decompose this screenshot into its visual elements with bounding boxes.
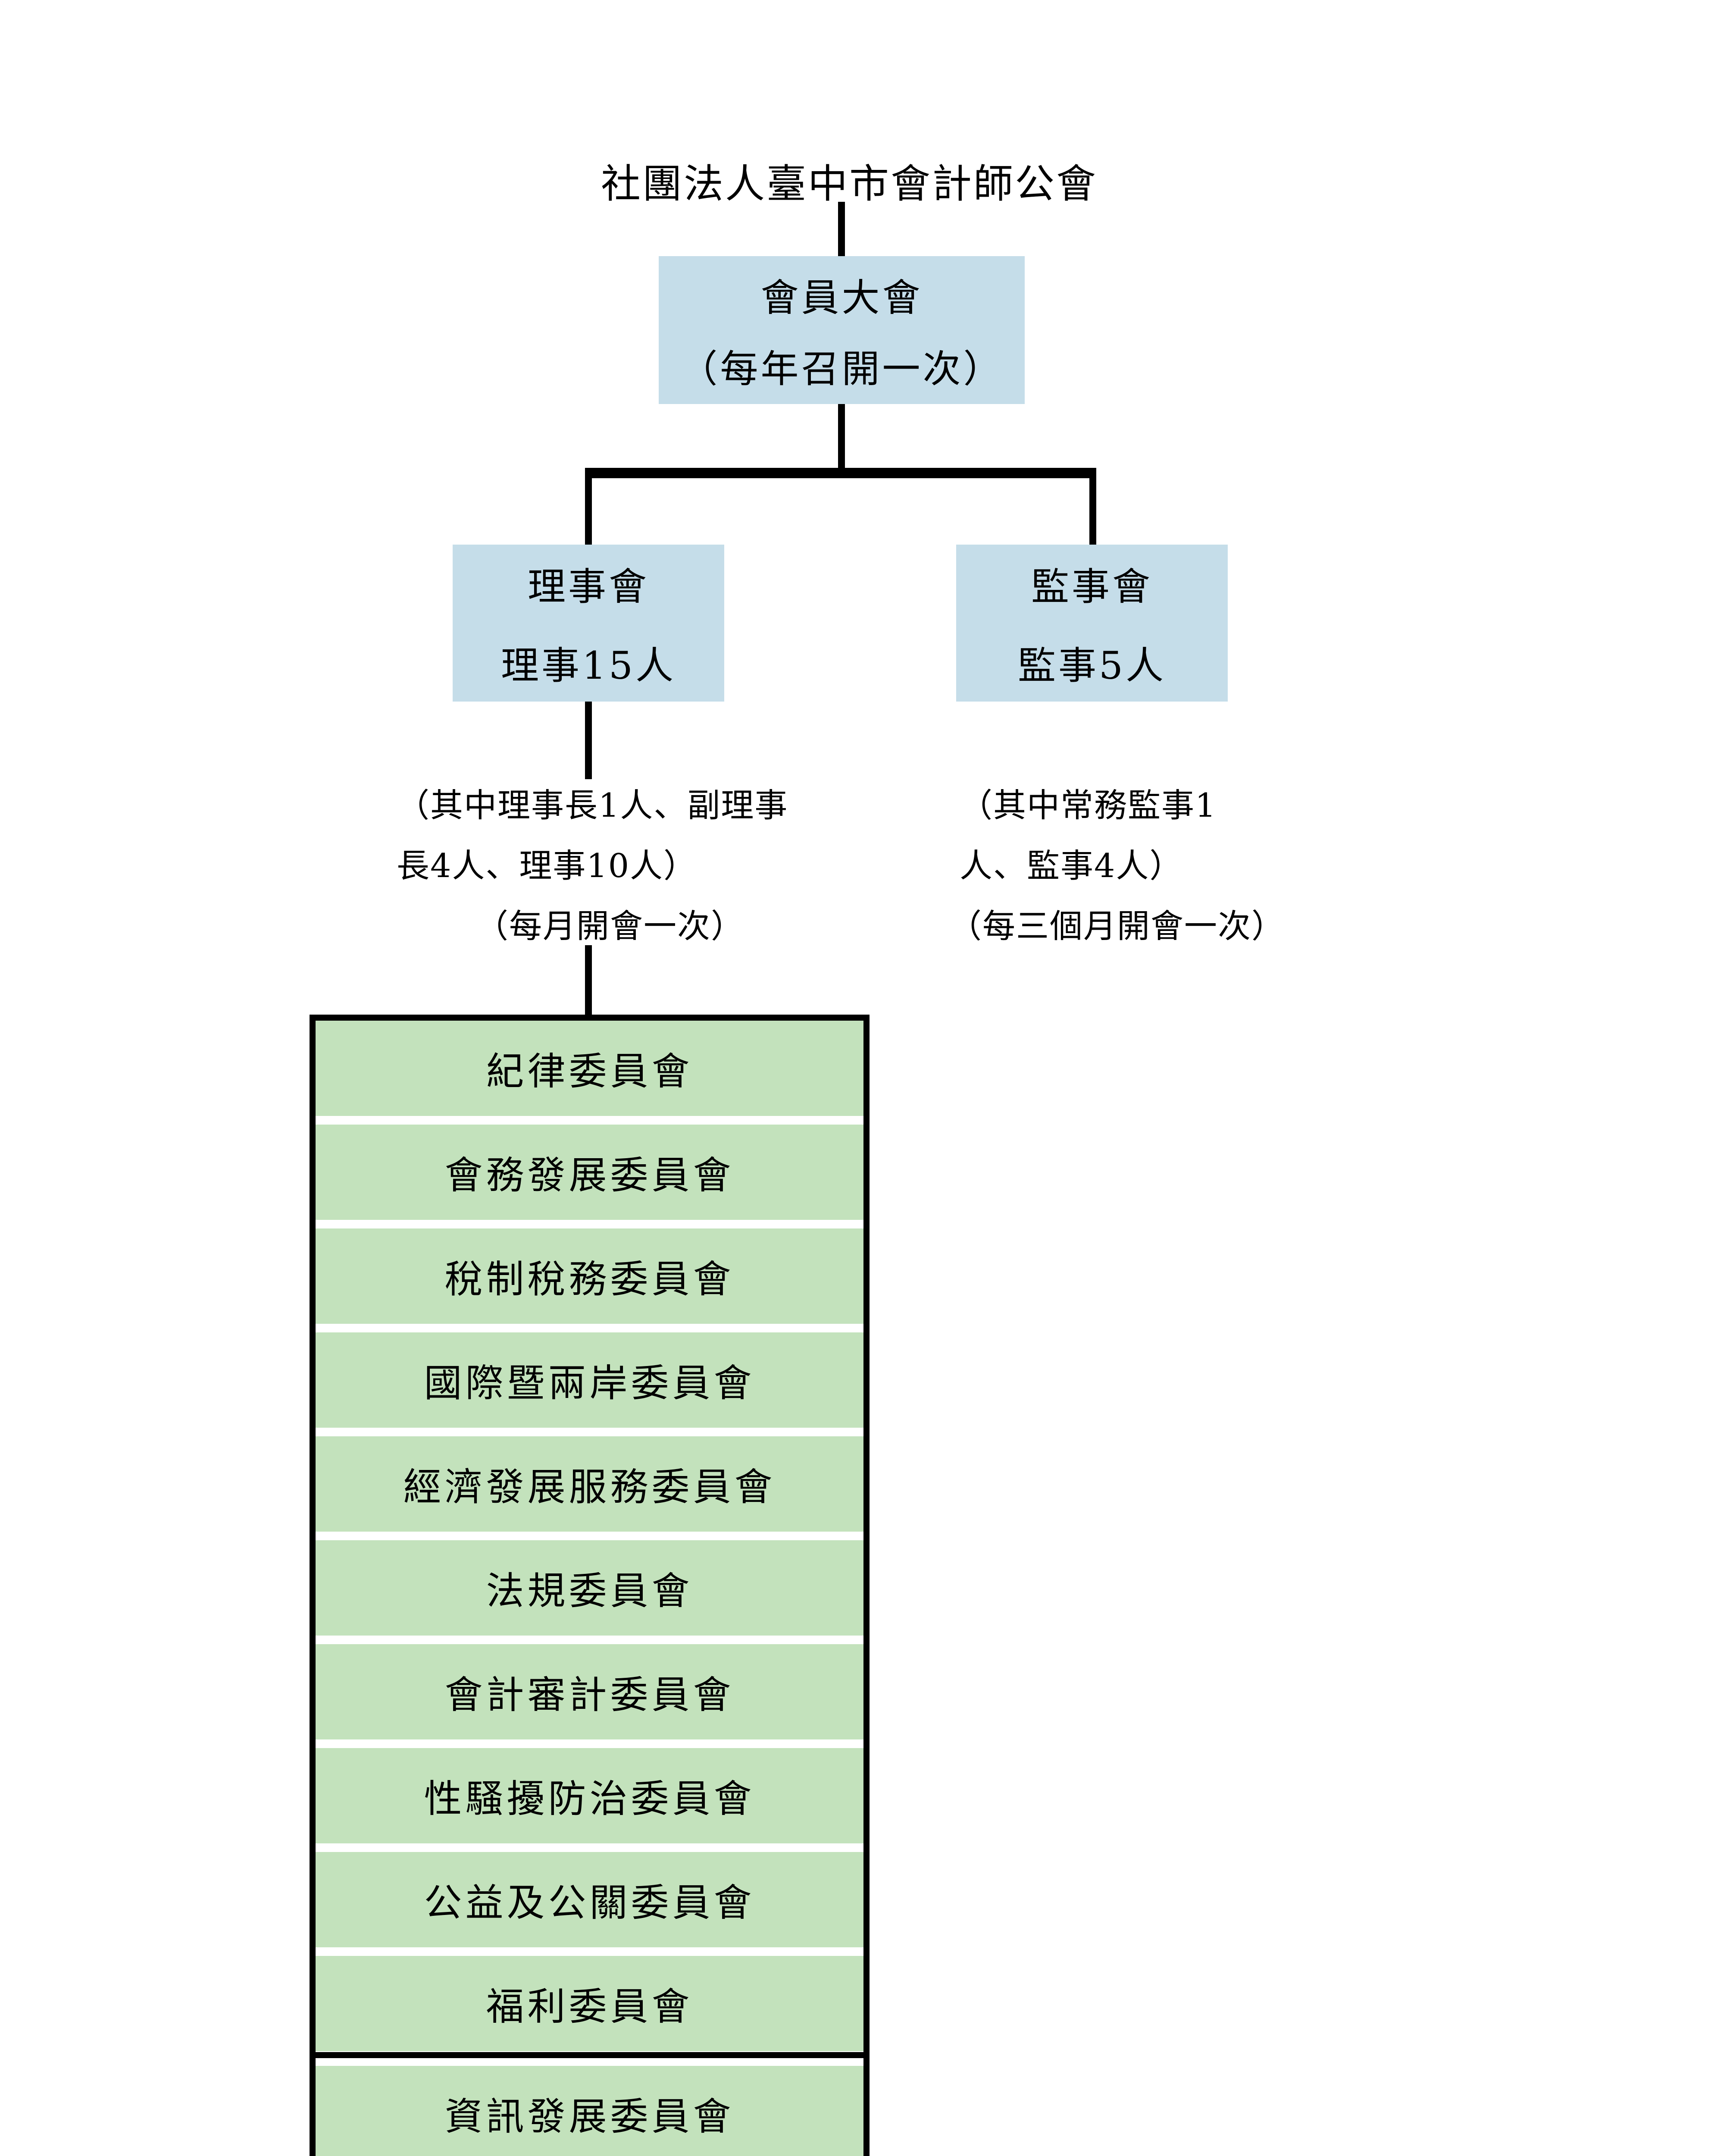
- supervisors-note-line: （其中常務監事1: [960, 786, 1217, 824]
- supervisors-members: 監事5人: [1018, 643, 1166, 688]
- committees-container: 紀律委員會 會務發展委員會 稅制稅務委員會 國際暨兩岸委員會 經濟發展服務委員會…: [310, 1015, 870, 2156]
- committee-row: 經濟發展服務委員會: [316, 1436, 863, 1532]
- directors-note: （其中理事長1人、副理事 長4人、理事10人） （每月開會一次）: [397, 775, 823, 956]
- supervisors-box: 監事會 監事5人: [956, 545, 1228, 702]
- directors-name: 理事會: [527, 564, 649, 609]
- committee-row: 會務發展委員會: [316, 1125, 863, 1220]
- assembly-note: （每年召開一次）: [679, 346, 1004, 391]
- connector-branch-to-directors: [585, 468, 592, 545]
- committee-group-divider: [316, 2052, 863, 2058]
- supervisors-note: （其中常務監事1 人、監事4人） （每三個月開會一次）: [942, 775, 1292, 956]
- committee-row: 國際暨兩岸委員會: [316, 1332, 863, 1428]
- connector-directors-to-note: [585, 702, 592, 779]
- directors-meeting-note: （每月開會一次）: [475, 907, 744, 945]
- directors-members: 理事15人: [501, 643, 676, 688]
- committee-row: 紀律委員會: [316, 1021, 863, 1116]
- directors-note-line: 長4人、理事10人）: [397, 846, 698, 885]
- committee-row: 性騷擾防治委員會: [316, 1748, 863, 1843]
- committee-row: 會計審計委員會: [316, 1644, 863, 1739]
- chart-title: 社團法人臺中市會計師公會: [601, 161, 1098, 207]
- committee-row: 法規委員會: [316, 1540, 863, 1636]
- directors-box: 理事會 理事15人: [453, 545, 724, 702]
- supervisors-note-line: 人、監事4人）: [960, 846, 1183, 885]
- connector-title-to-assembly: [838, 202, 845, 256]
- assembly-name: 會員大會: [760, 275, 923, 320]
- assembly-box: 會員大會 （每年召開一次）: [659, 256, 1025, 404]
- committee-row: 公益及公關委員會: [316, 1852, 863, 1947]
- connector-branch-to-supervisors: [1089, 468, 1096, 545]
- committee-row: 稅制稅務委員會: [316, 1228, 863, 1324]
- branch-horizontal-bar: [585, 468, 1096, 478]
- committee-row: 資訊發展委員會: [316, 2066, 863, 2156]
- supervisors-name: 監事會: [1031, 564, 1153, 609]
- connector-note-to-committees: [585, 945, 592, 1015]
- directors-note-line: （其中理事長1人、副理事: [397, 786, 788, 824]
- connector-assembly-to-branch: [838, 404, 845, 469]
- supervisors-meeting-note: （每三個月開會一次）: [949, 907, 1285, 945]
- committee-row: 福利委員會: [316, 1956, 863, 2051]
